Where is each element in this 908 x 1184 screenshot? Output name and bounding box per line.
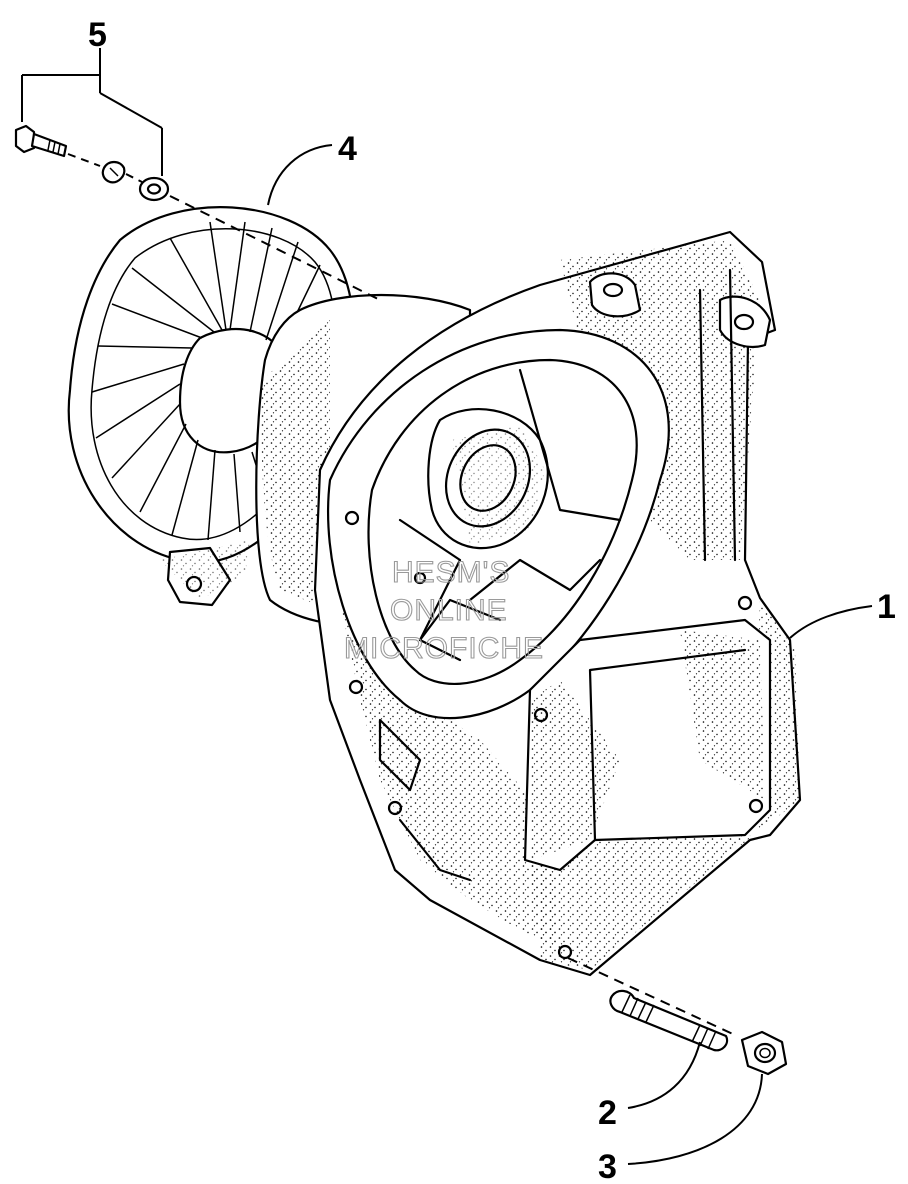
callout-2: 2 bbox=[598, 1094, 617, 1132]
bearing-boss bbox=[427, 408, 549, 550]
watermark-line-1: HESM'S bbox=[392, 556, 510, 589]
callout-4: 4 bbox=[338, 130, 357, 168]
stud-and-nut bbox=[567, 957, 788, 1076]
callout-3: 3 bbox=[598, 1148, 617, 1184]
callout-1: 1 bbox=[877, 588, 896, 626]
callout-labels: 5 4 1 2 3 bbox=[88, 16, 896, 1184]
watermark-line-3: MICROFICHE bbox=[344, 632, 544, 665]
watermark-line-2: ONLINE bbox=[390, 594, 508, 627]
fastener-set-5 bbox=[14, 124, 381, 301]
leader-lines bbox=[21, 48, 873, 1165]
blower-housing bbox=[255, 230, 802, 977]
callout-5: 5 bbox=[88, 16, 107, 54]
watermark: HESM'S ONLINE MICROFICHE bbox=[343, 555, 544, 665]
